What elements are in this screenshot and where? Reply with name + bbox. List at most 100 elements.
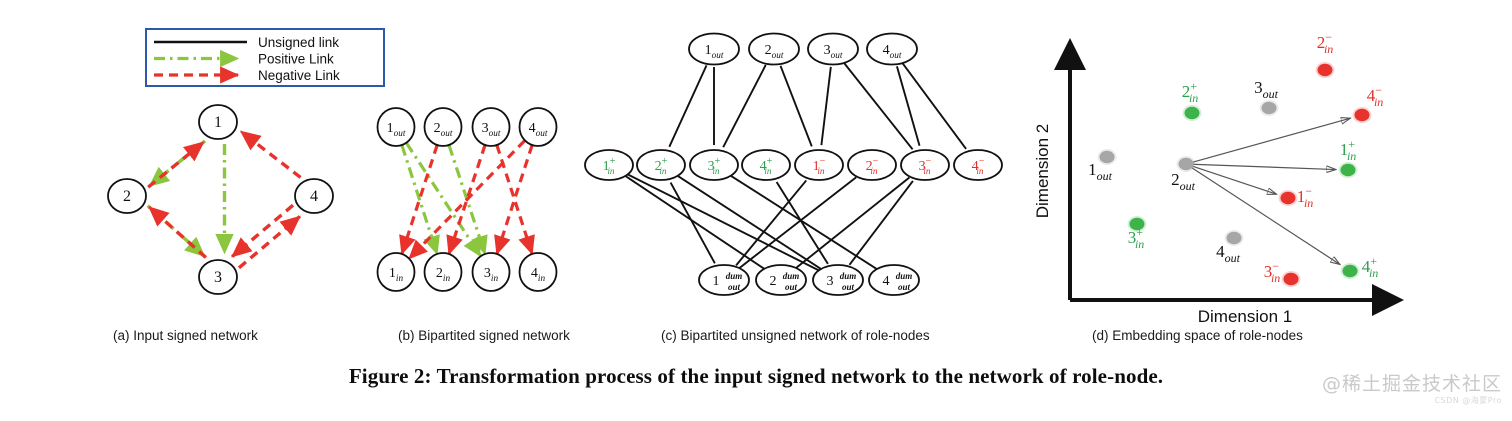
panel-c-in-node-4-pos-circle — [741, 149, 791, 181]
panel-a-node-2-circle — [107, 178, 147, 214]
panel-c-in-node-4-neg-circle — [953, 149, 1003, 181]
panel-b-edge-1out-2in — [400, 144, 440, 256]
panel-a-edge-2-3-positive — [146, 204, 206, 258]
panel-c-in-node-1-pos-circle — [584, 149, 634, 181]
panel-c-bottom-edge-6-2 — [848, 180, 914, 266]
panel-b-in-node-1-label: 1in — [389, 266, 404, 283]
panel-a-edge-3-4-negative — [237, 215, 301, 270]
panel-c-dummy-node-4-sup: dum — [896, 271, 913, 281]
panel-c-top-edge-2-6 — [843, 62, 914, 150]
panel-d-label-3out: 3out — [1254, 78, 1279, 101]
panel-b-out-node-1-label: 1out — [387, 121, 406, 138]
panel-d-label-1in-: 1−in — [1297, 184, 1314, 210]
panel-a-edge-3-2-negative — [148, 205, 208, 259]
legend-label-0: Unsigned link — [258, 35, 339, 50]
panel-d-label-2in+: 2+in — [1182, 79, 1199, 105]
panel-a-node-4-label: 4 — [310, 188, 318, 205]
panel-b-edge-4out-1in — [408, 139, 526, 260]
panel-c-dummy-node-2-label: 2 — [770, 274, 777, 289]
panel-c-dummy-node-3-label: 3 — [827, 274, 834, 289]
panel-c-dummy-node-4-circle — [868, 264, 920, 296]
panel-a-node-2-label: 2 — [123, 188, 131, 205]
panel-c-out-node-2-circle — [748, 32, 800, 66]
panel-c-out-node-2-label: 2out — [765, 43, 784, 60]
panel-c-in-node-3-neg-label: 3−in — [919, 156, 932, 176]
panel-a-edge-4-1-negative — [239, 130, 302, 179]
panel-caption-a: (a) Input signed network — [113, 328, 258, 343]
panel-c-out-node-1-label: 1out — [705, 43, 724, 60]
panel-c-dummy-node-4-label: 4 — [883, 274, 890, 289]
panel-d-arrow-2out-to-1in- — [1191, 165, 1277, 194]
panel-c-in-node-2-pos-label: 2+in — [655, 156, 668, 176]
panel-d-point-1in- — [1280, 191, 1296, 205]
panel-c-top-edge-0-1 — [668, 64, 708, 148]
panel-caption-c: (c) Bipartited unsigned network of role-… — [661, 328, 930, 343]
panel-b-out-node-3-circle — [471, 107, 511, 147]
panel-c-bottom-edge-5-0 — [738, 176, 857, 270]
panel-c-dummy-node-1-label: 1 — [713, 274, 720, 289]
panel-c-bottom-edge-1-2 — [677, 175, 823, 271]
panel-d-label-4in-: 4−in — [1367, 83, 1384, 109]
panel-b-in-node-4-circle — [518, 252, 558, 292]
panel-d-point-2out — [1178, 157, 1194, 171]
panel-d-label-4in+: 4+in — [1362, 254, 1379, 280]
panel-a-edge-2-1-negative — [147, 140, 205, 189]
panel-b-edge-3out-2in — [446, 144, 487, 256]
panel-a-node-1-label: 1 — [214, 114, 222, 131]
panel-c-in-node-3-pos-circle — [689, 149, 739, 181]
panel-a-input-signed-network: 1 2 3 4 — [107, 104, 334, 295]
panel-b-edge-4out-3in — [494, 144, 534, 256]
panel-d-label-2in-: 2−in — [1317, 30, 1334, 56]
panel-b-in-node-1-circle — [376, 252, 416, 292]
panel-c-top-edge-2-4 — [820, 66, 832, 146]
legend-label-2: Negative Link — [258, 68, 340, 83]
panel-b-edge-1out-3in — [405, 142, 482, 258]
panel-b-edge-2out-1in — [399, 144, 439, 256]
panel-d-point-4in+ — [1342, 264, 1358, 278]
panel-c-bottom-edge-1-0 — [669, 182, 716, 264]
panel-a-node-3-circle — [198, 259, 238, 295]
panel-c-top-edge-1-4 — [779, 65, 813, 147]
panel-a-node-3-label: 3 — [214, 269, 222, 286]
panel-c-dummy-node-1-circle — [698, 264, 750, 296]
panel-c-dummy-node-3-circle — [812, 264, 864, 296]
panel-b-in-node-2-circle — [423, 252, 463, 292]
panel-d-point-3out — [1261, 101, 1277, 115]
watermark-main: @稀土掘金技术社区 — [1321, 373, 1502, 395]
panel-a-edge-4-3-negative — [231, 203, 295, 258]
panel-d-point-1out — [1099, 150, 1115, 164]
panel-c-top-edge-3-6 — [896, 66, 921, 147]
panel-d-point-4out — [1226, 231, 1242, 245]
panel-c-out-node-4-circle — [866, 32, 918, 66]
panel-caption-b: (b) Bipartited signed network — [398, 328, 570, 343]
panel-c-dummy-node-3-sub: out — [842, 282, 855, 292]
panel-b-out-node-4-circle — [518, 107, 558, 147]
panel-c-in-node-2-neg-label: 2−in — [866, 156, 879, 176]
panel-c-in-node-1-neg-circle — [794, 149, 844, 181]
panel-d-arrow-2out-to-1in+ — [1191, 163, 1336, 169]
panel-a-node-4-circle — [294, 178, 334, 214]
panel-c-dummy-node-2-sub: out — [785, 282, 798, 292]
panel-c-in-node-4-neg-label: 4−in — [972, 156, 985, 176]
panel-c-out-node-4-label: 4out — [883, 43, 902, 60]
panel-b-in-node-4-label: 4in — [531, 266, 546, 283]
panel-b-out-node-2-circle — [423, 107, 463, 147]
panel-d-point-2in- — [1317, 63, 1333, 77]
panel-c-top-edge-3-7 — [901, 62, 967, 150]
panel-d-point-1in+ — [1340, 163, 1356, 177]
panel-c-in-node-3-neg-circle — [900, 149, 950, 181]
panel-c-in-node-3-pos-label: 3+in — [708, 156, 721, 176]
panel-b-in-node-3-label: 3in — [484, 266, 499, 283]
panel-b-in-node-3-circle — [471, 252, 511, 292]
watermark: @稀土掘金技术社区 CSDN @海蒙Pro — [1322, 375, 1502, 405]
legend-label-1: Positive Link — [258, 52, 334, 67]
panel-b-out-node-2-label: 2out — [434, 121, 453, 138]
panel-c-in-node-1-neg-label: 1−in — [813, 156, 826, 176]
panel-d-label-3in-: 3−in — [1264, 259, 1281, 285]
panel-c-in-node-2-pos-circle — [636, 149, 686, 181]
